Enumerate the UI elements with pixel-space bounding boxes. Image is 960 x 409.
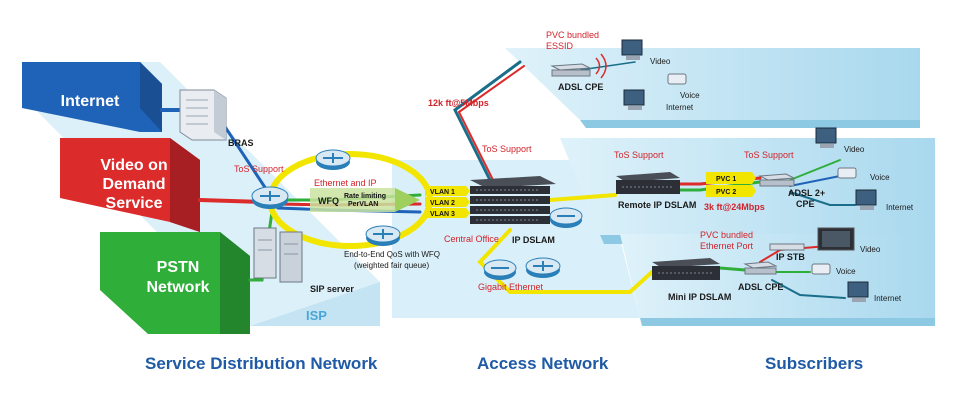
sip-server-label: SIP server — [310, 284, 354, 294]
router-icon — [549, 207, 583, 228]
phone-icon — [811, 263, 831, 275]
pc-icon — [815, 127, 837, 148]
pc-icon — [847, 281, 869, 302]
ip-dslam-label: IP DSLAM — [512, 235, 555, 245]
pvc-eth-label-2: Ethernet Port — [700, 241, 754, 251]
vlan-tags: VLAN 1 VLAN 2 VLAN 3 — [425, 186, 470, 218]
rate-limiting-label-1: Rate limiting — [344, 193, 386, 200]
ethernet-and-ip-label: Ethernet and IP — [314, 178, 377, 188]
adsl-cpe-bottom-label: ADSL CPE — [738, 282, 783, 292]
router-icon — [525, 257, 561, 278]
adsl-cpe-device-bottom — [743, 261, 778, 275]
bras-label: BRAS — [228, 138, 254, 148]
internet-slab: Internet — [22, 62, 162, 132]
vlan-3-label: VLAN 3 — [430, 211, 455, 218]
pvc-essid-label-2: ESSID — [546, 41, 574, 51]
pvc-essid-label-1: PVC bundled — [546, 30, 599, 40]
internet-label: Internet — [874, 294, 902, 303]
pc-icon — [855, 189, 877, 210]
gigabit-ethernet-label: Gigabit Ethernet — [478, 282, 544, 292]
remote-ip-dslam-label: Remote IP DSLAM — [618, 200, 696, 210]
router-icon — [251, 186, 289, 209]
pstn-service-label-1: PSTN — [157, 259, 200, 276]
central-office-label: Central Office — [444, 234, 499, 244]
remote-ip-dslam-device — [616, 172, 680, 194]
video-label: Video — [844, 145, 865, 154]
pvc-eth-label-1: PVC bundled — [700, 230, 753, 240]
mini-ip-dslam-device — [652, 258, 720, 280]
qos-label-1: End-to-End QoS with WFQ — [344, 250, 440, 259]
vlan-1-label: VLAN 1 — [430, 189, 455, 196]
internet-label: Internet — [886, 203, 914, 212]
pc-icon — [623, 89, 645, 110]
rate-limiting-label-2: PerVLAN — [348, 201, 378, 208]
pstn-service-label-2: Network — [146, 279, 209, 296]
rate-3k-label: 3k ft@24Mbps — [704, 202, 765, 212]
access-tos-support-label: ToS Support — [482, 144, 532, 154]
rate-12k-label: 12k ft@5Mbps — [428, 98, 489, 108]
video-label: Video — [860, 245, 881, 254]
qos-label-2: (weighted fair queue) — [354, 261, 429, 270]
video-slab: Video on Demand Service — [60, 138, 200, 232]
voice-label: Voice — [680, 91, 700, 100]
internet-service-label: Internet — [61, 93, 120, 110]
internet-label: Internet — [666, 103, 694, 112]
video-label: Video — [650, 57, 671, 66]
sip-server-device — [253, 227, 303, 283]
mini-ip-dslam-label: Mini IP DSLAM — [668, 292, 731, 302]
ip-dslam-device — [470, 176, 556, 224]
router-icon — [365, 225, 401, 246]
service-distribution-network-title: Service Distribution Network — [145, 354, 378, 373]
router-icon — [315, 149, 351, 170]
isp-tos-support-label: ToS Support — [234, 164, 284, 174]
tos-support-right-label: ToS Support — [744, 150, 794, 160]
pvc-tags: PVC 1 PVC 2 — [706, 172, 756, 197]
voice-label: Voice — [836, 267, 856, 276]
subscribers-title: Subscribers — [765, 354, 864, 373]
ip-stb-device — [769, 243, 805, 251]
adsl2-cpe-device — [758, 173, 796, 187]
adsl-cpe-device-top — [550, 53, 607, 79]
tos-support-left-label: ToS Support — [614, 150, 664, 160]
voice-label: Voice — [870, 173, 890, 182]
phone-icon — [837, 167, 857, 179]
video-service-label-2: Demand — [102, 176, 165, 193]
phone-icon — [667, 73, 687, 85]
vlan-2-label: VLAN 2 — [430, 200, 455, 207]
ip-stb-label: IP STB — [776, 252, 805, 262]
pvc-1-label: PVC 1 — [716, 176, 736, 183]
access-network-title: Access Network — [477, 354, 609, 373]
adsl-cpe-top-label: ADSL CPE — [558, 82, 603, 92]
adsl2-label-2: CPE — [796, 199, 815, 209]
adsl2-label-1: ADSL 2+ — [788, 188, 825, 198]
isp-label: ISP — [306, 308, 327, 323]
tv-icon — [817, 227, 855, 251]
wfq-label: WFQ — [318, 196, 339, 206]
pstn-slab: PSTN Network — [100, 232, 250, 334]
pc-icon — [621, 39, 643, 60]
pvc-2-label: PVC 2 — [716, 189, 736, 196]
video-service-label-1: Video on — [100, 157, 167, 174]
bras-device — [179, 89, 227, 141]
router-icon — [483, 259, 517, 280]
video-service-label-3: Service — [106, 195, 163, 212]
